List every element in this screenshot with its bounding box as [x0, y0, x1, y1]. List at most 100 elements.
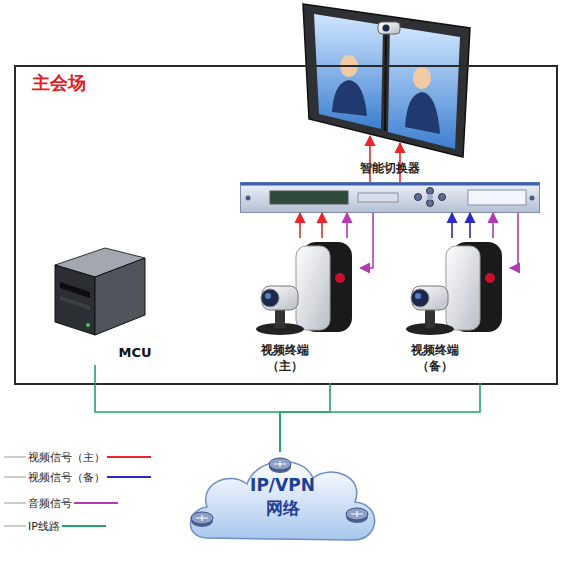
legend-swatch [105, 474, 153, 480]
illustration-part [269, 458, 291, 470]
illustration-part [413, 67, 431, 89]
illustration-part [468, 190, 526, 205]
legend-text: 视频信号（备） [28, 470, 105, 485]
illustration-part [388, 26, 460, 149]
node-label: IP/VPN 网络 [240, 474, 325, 520]
device-illustration [250, 238, 360, 338]
node-label: 主会场 [32, 71, 122, 95]
illustration-part [274, 461, 286, 467]
signal-connector [95, 365, 280, 452]
legend-text: 音频信号 [28, 496, 72, 511]
illustration-part [335, 273, 345, 283]
signal-connector [280, 383, 330, 452]
display-feed-arrows [370, 136, 400, 183]
illustration-part [262, 286, 298, 310]
device-illustration [240, 182, 540, 213]
smart-switcher: 智能切换器 [240, 160, 540, 213]
legend-rule [4, 457, 26, 458]
node-label: 视频终端 （主） [250, 342, 320, 374]
illustration-part [265, 293, 271, 299]
legend-rule [4, 503, 26, 504]
legend-text: 视频信号（主） [28, 450, 105, 465]
signal-connector [299, 213, 301, 238]
illustration-part [191, 461, 375, 540]
illustration-part [60, 282, 90, 298]
signal-connector [451, 213, 453, 238]
legend-swatch [107, 456, 151, 458]
illustration-part [351, 511, 363, 517]
illustration-part [55, 265, 95, 335]
illustration-part [332, 80, 367, 116]
illustration-part [246, 196, 251, 201]
signal-connector [510, 213, 518, 268]
node-label: 智能切换器 [240, 160, 540, 176]
illustration-part [411, 289, 429, 307]
illustration-part [191, 512, 213, 524]
illustration-part [439, 194, 446, 201]
illustration-part [196, 515, 208, 521]
illustration-part [346, 508, 368, 520]
legend-swatch [60, 523, 108, 529]
illustration-part [427, 188, 434, 195]
signal-connector [346, 213, 348, 238]
venue-box: 智能切换器 MCU 视频终端 （主） 视频终端 （备） 主会场 [14, 65, 558, 385]
device-illustration [50, 240, 150, 340]
illustration-part [405, 92, 440, 134]
legend-rule [4, 474, 28, 480]
illustration-part [314, 14, 383, 129]
node-label: MCU [105, 344, 165, 362]
signal-connector [280, 383, 480, 452]
illustration-part [296, 246, 330, 330]
legend-swatch [74, 502, 118, 504]
legend-row: 视频信号（备） [4, 468, 153, 486]
mcu-server: MCU [50, 240, 150, 365]
illustration-part [241, 183, 540, 213]
illustration-part [303, 4, 470, 157]
illustration-part [427, 194, 433, 200]
legend-rule [4, 454, 28, 460]
illustration-part [358, 193, 398, 202]
signal-connector [321, 213, 323, 238]
video-terminal: 视频终端 （备） [400, 238, 510, 383]
illustration-part [378, 22, 400, 34]
illustration-part [530, 196, 535, 201]
signal-connector [492, 213, 494, 238]
legend-rule [4, 477, 26, 478]
illustration-part [241, 183, 540, 186]
legend-swatch [107, 476, 151, 478]
legend-rule [4, 526, 26, 527]
illustration-part [485, 273, 495, 283]
legend-row: IP线路 [4, 517, 108, 535]
illustration-part [261, 289, 279, 307]
illustration-part [425, 308, 435, 328]
illustration-part [369, 136, 371, 183]
illustration-part [383, 25, 390, 32]
illustration-part [427, 200, 434, 207]
illustration-part [415, 293, 421, 299]
illustration-part [270, 191, 348, 204]
illustration-part [385, 25, 386, 131]
illustration-part [275, 308, 285, 328]
illustration-part [95, 258, 145, 335]
legend-rule [4, 523, 28, 529]
illustration-part [86, 323, 90, 327]
illustration-part [446, 246, 480, 330]
video-terminal: 视频终端 （主） [250, 238, 360, 383]
legend-text: IP线路 [28, 519, 60, 534]
legend-swatch [72, 500, 120, 506]
legend-row: 视频信号（主） [4, 448, 153, 466]
signal-connector [469, 213, 471, 238]
legend-rule [4, 500, 28, 506]
ip-vpn-cloud: IP/VPN 网络 [185, 452, 380, 548]
illustration-part [415, 194, 422, 201]
legend-swatch [105, 454, 153, 460]
illustration-part [412, 286, 448, 310]
legend-swatch [62, 525, 106, 527]
device-illustration [400, 238, 510, 338]
node-label: 视频终端 （备） [400, 342, 470, 374]
dual-display [303, 4, 470, 157]
legend-row: 音频信号 [4, 494, 120, 512]
signal-connector [360, 213, 373, 268]
illustration-part [60, 296, 90, 310]
